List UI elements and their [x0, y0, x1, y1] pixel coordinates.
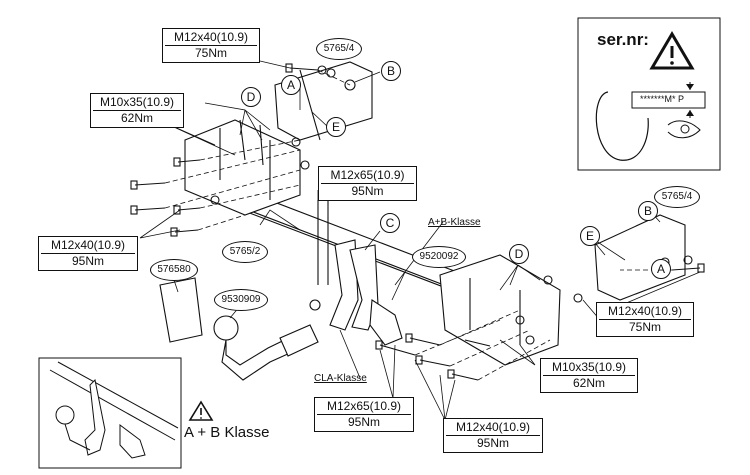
serial-number-plate: *******M* P	[640, 94, 685, 104]
callout-a-right: A	[651, 259, 671, 279]
callout-b-right: B	[638, 201, 658, 221]
part-number-5765-4-right: 5765/4	[654, 186, 700, 208]
class-label-cla: CLA-Klasse	[314, 373, 367, 384]
callout-e-top: E	[326, 117, 346, 137]
callout-e-right: E	[580, 226, 600, 246]
torque-value: 95Nm	[476, 436, 509, 450]
torque-label-bottom-center: M12x65(10.9) 95Nm	[314, 397, 414, 432]
torque-label-right: M12x40(10.9) 75Nm	[596, 302, 694, 337]
part-number-9520092: 9520092	[412, 246, 466, 268]
bolt-spec: M12x65(10.9)	[321, 168, 414, 184]
torque-label-left-upper: M10x35(10.9) 62Nm	[90, 93, 184, 128]
torque-label-center: M12x65(10.9) 95Nm	[318, 166, 417, 201]
part-number-5765-2: 5765/2	[222, 241, 268, 263]
callout-b-top: B	[381, 61, 401, 81]
torque-value: 62Nm	[572, 376, 605, 390]
bolt-spec: M10x35(10.9)	[543, 360, 635, 376]
torque-value: 95Nm	[347, 415, 380, 429]
bolt-spec: M12x40(10.9)	[446, 420, 540, 436]
callout-d-left: D	[241, 87, 261, 107]
torque-value: 75Nm	[194, 46, 227, 60]
bolt-spec: M12x40(10.9)	[599, 304, 691, 320]
serial-number-label: ser.nr:	[597, 30, 649, 49]
torque-value: 95Nm	[71, 254, 104, 268]
bolt-spec: M12x40(10.9)	[41, 238, 135, 254]
callout-c: C	[380, 213, 400, 233]
torque-value: 95Nm	[351, 184, 384, 198]
callout-a-top: A	[281, 75, 301, 95]
torque-label-right-lower: M10x35(10.9) 62Nm	[540, 358, 638, 393]
callout-d-right: D	[509, 244, 529, 264]
part-number-5765-4-top: 5765/4	[316, 38, 362, 60]
inset-caption: A + B Klasse	[184, 424, 270, 441]
torque-value: 75Nm	[628, 320, 661, 334]
torque-value: 62Nm	[120, 111, 153, 125]
torque-label-left-lower: M12x40(10.9) 95Nm	[38, 236, 138, 271]
class-label-ab: A+B-Klasse	[428, 217, 481, 228]
part-number-576580: 576580	[150, 259, 198, 281]
bolt-spec: M10x35(10.9)	[93, 95, 181, 111]
bolt-spec: M12x40(10.9)	[165, 30, 257, 46]
bolt-spec: M12x65(10.9)	[317, 399, 411, 415]
part-number-9530909: 9530909	[214, 289, 268, 311]
torque-label-bottom-right: M12x40(10.9) 95Nm	[443, 418, 543, 453]
torque-label-top: M12x40(10.9) 75Nm	[162, 28, 260, 63]
